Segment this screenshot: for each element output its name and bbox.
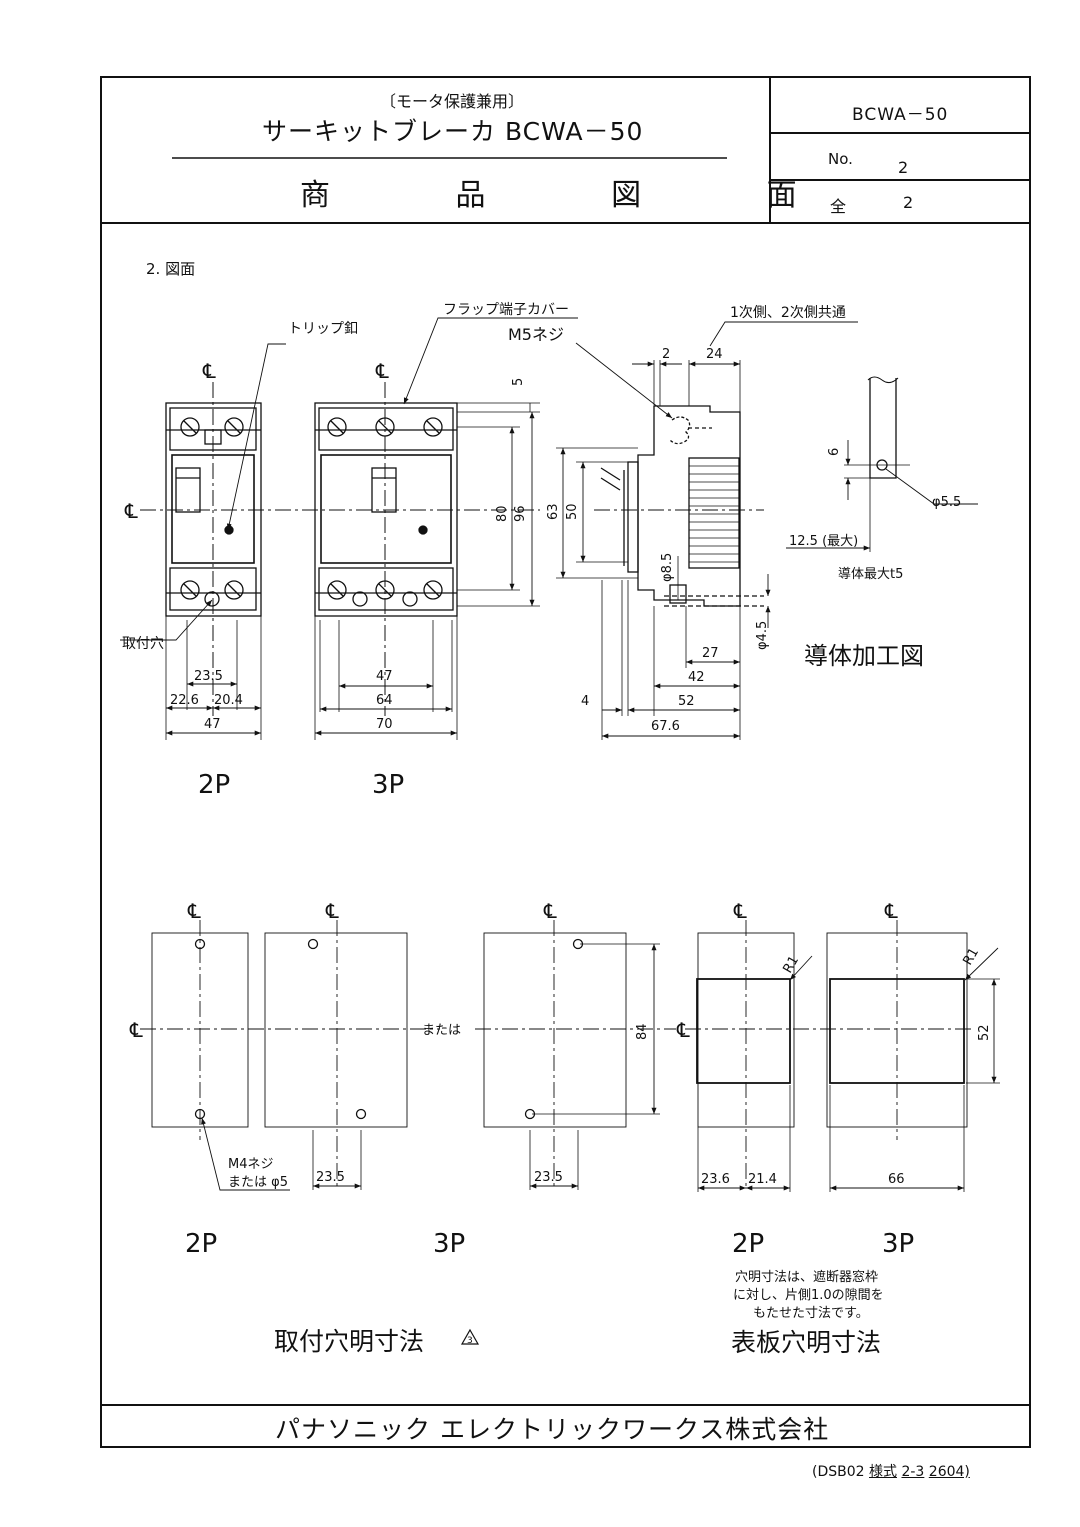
title-main: サーキットブレーカ BCWA－50 bbox=[262, 117, 644, 146]
label-2p-mount: 2P bbox=[185, 1229, 217, 1259]
dim-12-5: 12.5 (最大) bbox=[789, 534, 858, 549]
label-m5-screw: M5ネジ bbox=[508, 325, 564, 344]
dim-phi4-5: φ4.5 bbox=[755, 621, 770, 650]
cl-symbol: ℄ bbox=[187, 899, 201, 923]
dim-6: 6 bbox=[827, 448, 842, 456]
dim-96: 96 bbox=[513, 505, 528, 522]
cl-symbol: ℄ bbox=[325, 899, 339, 923]
dim-67-6: 67.6 bbox=[651, 719, 680, 734]
dim-70: 70 bbox=[376, 717, 393, 732]
label-3p-top: 3P bbox=[372, 770, 404, 800]
panel-note-line-2: に対し、片側1.0の隙間を bbox=[733, 1288, 884, 1303]
cl-symbol: ℄ bbox=[129, 1018, 143, 1042]
section-title: 2. 図面 bbox=[146, 260, 196, 278]
dim-23-5-mount-b: 23.5 bbox=[534, 1170, 563, 1185]
sheet-total-value: 2 bbox=[903, 193, 914, 212]
dim-50: 50 bbox=[565, 503, 580, 520]
dim-52-panel: 52 bbox=[977, 1024, 992, 1041]
label-conductor-drawing: 導体加工図 bbox=[804, 642, 924, 670]
dim-64: 64 bbox=[376, 693, 393, 708]
panel-note-line-3: もたせた寸法です。 bbox=[753, 1306, 869, 1321]
dim-phi8-5: φ8.5 bbox=[660, 553, 675, 582]
dim-5: 5 bbox=[511, 378, 526, 386]
cl-symbol: ℄ bbox=[202, 359, 216, 383]
dim-24: 24 bbox=[706, 347, 723, 362]
dim-52: 52 bbox=[678, 694, 695, 709]
dim-22-6: 22.6 bbox=[170, 693, 199, 708]
label-common-note: 1次側、2次側共通 bbox=[730, 305, 846, 321]
company-name: パナソニック エレクトリックワークス株式会社 bbox=[275, 1415, 830, 1444]
dim-4: 4 bbox=[581, 694, 589, 709]
footer-prefix: (DSB02 bbox=[812, 1464, 865, 1480]
label-flap-cover: フラップ端子カバー bbox=[443, 302, 569, 318]
view-side bbox=[600, 405, 764, 607]
dim-21-4: 21.4 bbox=[748, 1172, 777, 1187]
dim-63: 63 bbox=[546, 503, 561, 520]
label-panel-hole-dims: 表板穴明寸法 bbox=[731, 1328, 881, 1357]
title-doc-type: 商 品 図 面 bbox=[300, 178, 855, 213]
dim-23-6: 23.6 bbox=[701, 1172, 730, 1187]
label-or-text: または bbox=[422, 1023, 461, 1038]
dim-47: 47 bbox=[204, 717, 221, 732]
dim-2: 2 bbox=[662, 347, 670, 362]
label-3p-panel: 3P bbox=[882, 1229, 914, 1259]
label-trip-button: トリップ釦 bbox=[288, 320, 358, 337]
sheet-total-label: 全 bbox=[830, 197, 847, 216]
cl-symbol: ℄ bbox=[124, 499, 138, 523]
view-conductor bbox=[786, 376, 978, 552]
dim-23-5-mount-a: 23.5 bbox=[316, 1170, 345, 1185]
dim-phi5-5: φ5.5 bbox=[932, 495, 961, 510]
dim-42: 42 bbox=[688, 670, 705, 685]
footer-code: 2604) bbox=[928, 1464, 970, 1480]
mount-hole-3p-a bbox=[264, 932, 408, 1128]
model-code: BCWA－50 bbox=[852, 105, 949, 125]
dim-r1-2p: R1 bbox=[780, 954, 802, 976]
label-rev-mark: 3 bbox=[467, 1336, 473, 1346]
panel-cutout-2p bbox=[696, 932, 795, 1128]
footer-form-code: (DSB02 様式 2-3 2604) bbox=[812, 1461, 970, 1481]
label-conductor-max: 導体最大t5 bbox=[838, 567, 903, 582]
title-subtitle: 〔モータ保護兼用〕 bbox=[380, 92, 525, 111]
cl-symbol: ℄ bbox=[676, 1018, 690, 1042]
dim-84: 84 bbox=[635, 1023, 650, 1040]
dim-27: 27 bbox=[702, 646, 719, 661]
label-2p-panel: 2P bbox=[732, 1229, 764, 1259]
drawing-frame bbox=[100, 76, 1031, 1448]
dim-r1-3p: R1 bbox=[960, 946, 982, 968]
footer-form: 様式 bbox=[869, 1464, 898, 1480]
label-3p-mount: 3P bbox=[433, 1229, 465, 1259]
sheet-no-label: No. bbox=[828, 150, 853, 168]
dim-23-5: 23.5 bbox=[194, 669, 223, 684]
label-m4-screw: M4ネジ bbox=[228, 1157, 274, 1172]
label-mount-hole: 取付穴 bbox=[122, 636, 164, 652]
cl-symbol: ℄ bbox=[375, 359, 389, 383]
panel-note-line-1: 穴明寸法は、遮断器窓枠 bbox=[735, 1269, 878, 1285]
cl-symbol: ℄ bbox=[884, 899, 898, 923]
mount-hole-3p-b bbox=[483, 932, 627, 1128]
dim-80: 80 bbox=[495, 505, 510, 522]
view-3p-front bbox=[314, 402, 458, 617]
label-or-phi5: または φ5 bbox=[228, 1175, 288, 1190]
footer-num: 2-3 bbox=[901, 1464, 925, 1480]
label-2p-top: 2P bbox=[198, 770, 230, 800]
dim-20-4: 20.4 bbox=[214, 693, 243, 708]
sheet-no-value: 2 bbox=[898, 158, 909, 177]
dim-47-3p: 47 bbox=[376, 669, 393, 684]
dim-66: 66 bbox=[888, 1172, 905, 1187]
label-mount-hole-dims: 取付穴明寸法 bbox=[274, 1327, 424, 1356]
cl-symbol: ℄ bbox=[543, 899, 557, 923]
cl-symbol: ℄ bbox=[733, 899, 747, 923]
